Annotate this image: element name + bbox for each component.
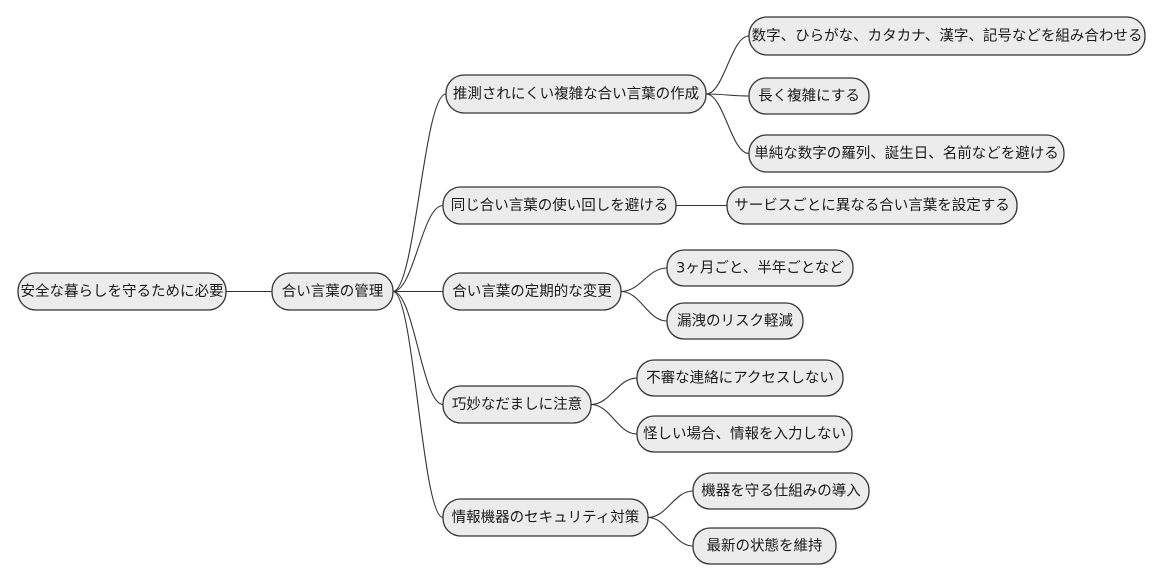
mindmap-edge [392, 204, 444, 293]
node-shape[interactable] [692, 472, 870, 510]
mindmap-node[interactable]: 合い言葉の定期的な変更 [442, 272, 622, 311]
node-label: 怪しい場合、情報を入力しない [643, 426, 846, 443]
mindmap-node[interactable]: 数字、ひらがな、カタカナ、漢字、記号などを組み合わせる [748, 16, 1146, 56]
edge-layer [226, 35, 750, 547]
mindmap-edge [392, 290, 444, 519]
node-shape[interactable] [726, 186, 1018, 225]
node-label: 漏洩のリスク軽減 [677, 313, 793, 330]
mindmap-node[interactable]: 単純な数字の羅列、誕生日、名前などを避ける [748, 134, 1065, 173]
mindmap-edge [590, 403, 638, 435]
mindmap-node[interactable]: 機器を守る仕組みの導入 [692, 472, 870, 510]
mindmap-edge [705, 93, 750, 97]
node-label: 合い言葉の定期的な変更 [452, 283, 612, 300]
mindmap-edge [590, 377, 638, 406]
node-shape[interactable] [445, 74, 707, 114]
mindmap-node[interactable]: 最新の状態を維持 [692, 527, 837, 565]
node-shape[interactable] [271, 272, 394, 311]
node-label: サービスごとに異なる合い言葉を設定する [734, 197, 1010, 214]
mindmap-edge [392, 93, 447, 293]
node-label: 推測されにくい複雑な合い言葉の作成 [453, 86, 699, 103]
mindmap-node[interactable]: 合い言葉の管理 [271, 272, 394, 311]
mindmap-edge [392, 290, 444, 406]
node-label: 情報機器のセキュリティ対策 [452, 509, 640, 526]
node-label: 安全な暮らしを守るために必要 [21, 282, 224, 300]
node-label: 同じ合い言葉の使い回しを避ける [451, 197, 669, 214]
mindmap-node[interactable]: 巧妙なだましに注意 [442, 385, 592, 424]
mindmap-node[interactable]: 同じ合い言葉の使い回しを避ける [442, 186, 677, 225]
node-label: 3ヶ月ごと、半年ごとなど [676, 260, 844, 277]
node-layer: 安全な暮らしを守るために必要 合い言葉の管理 推測されにくい複雑な合い言葉の作成 数字… [17, 16, 1146, 565]
mindmap-edge [647, 516, 694, 547]
mindmap-node[interactable]: 不審な連絡にアクセスしない [636, 359, 844, 397]
node-label: 不審な連絡にアクセスしない [646, 370, 834, 387]
node-shape[interactable] [636, 415, 853, 453]
mindmap-node[interactable]: サービスごとに異なる合い言葉を設定する [726, 186, 1018, 225]
mindmap-edge [620, 290, 668, 322]
node-shape[interactable] [442, 385, 592, 424]
node-shape[interactable] [666, 302, 804, 340]
node-shape[interactable] [748, 16, 1146, 56]
node-shape[interactable] [748, 77, 870, 115]
mindmap-edge [647, 490, 694, 519]
node-label: 合い言葉の管理 [282, 283, 384, 300]
mindmap-node[interactable]: 推測されにくい複雑な合い言葉の作成 [445, 74, 707, 114]
node-label: 長く複雑にする [758, 88, 860, 105]
mindmap-edge [705, 35, 750, 95]
node-shape[interactable] [636, 359, 844, 397]
mindmap-node[interactable]: 3ヶ月ごと、半年ごとなど [666, 249, 854, 287]
node-label: 数字、ひらがな、カタカナ、漢字、記号などを組み合わせる [752, 28, 1143, 45]
node-shape[interactable] [442, 498, 649, 537]
mindmap-node[interactable]: 漏洩のリスク軽減 [666, 302, 804, 340]
node-label: 最新の状態を維持 [707, 538, 823, 555]
node-label: 単純な数字の羅列、誕生日、名前などを避ける [754, 145, 1059, 162]
node-shape[interactable] [692, 527, 837, 565]
mindmap-node[interactable]: 長く複雑にする [748, 77, 870, 115]
node-label: 巧妙なだましに注意 [452, 395, 582, 413]
node-shape[interactable] [442, 272, 622, 311]
mindmap-edge [620, 267, 668, 293]
node-shape[interactable] [748, 134, 1065, 173]
node-shape[interactable] [442, 186, 677, 225]
node-shape[interactable] [666, 249, 854, 287]
mindmap-node[interactable]: 安全な暮らしを守るために必要 [17, 272, 227, 311]
mindmap-node[interactable]: 怪しい場合、情報を入力しない [636, 415, 853, 453]
node-label: 機器を守る仕組みの導入 [701, 483, 861, 500]
mindmap-edge [705, 93, 750, 155]
mindmap-node[interactable]: 情報機器のセキュリティ対策 [442, 498, 649, 537]
node-shape[interactable] [17, 272, 227, 311]
